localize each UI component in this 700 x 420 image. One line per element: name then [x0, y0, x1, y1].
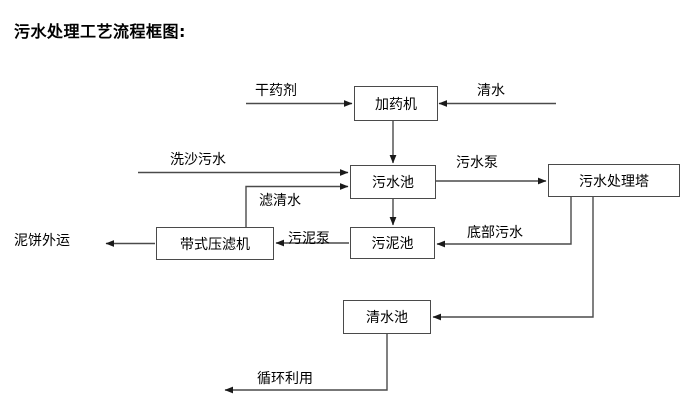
edge-label-sludge-pump: 污泥泵 — [288, 231, 330, 247]
page-title: 污水处理工艺流程框图: — [14, 22, 186, 41]
edge-label-bottom-sewage: 底部污水 — [467, 225, 523, 241]
edge-treatment-tower-to-clean-water-pool — [432, 197, 594, 321]
node-sludge-pool-label: 污泥池 — [371, 236, 414, 252]
input-label-sand-washing-sewage: 洗沙污水 — [170, 152, 226, 168]
output-label-mud-cake-out: 泥饼外运 — [14, 233, 70, 249]
node-belt-filter-press[interactable]: 带式压滤机 — [156, 227, 274, 260]
node-clean-water-pool-label: 清水池 — [366, 310, 408, 326]
edge-label-filtered-clear-water: 滤清水 — [259, 193, 301, 209]
node-sewage-treatment-tower-label: 污水处理塔 — [579, 173, 649, 190]
edge-label-sewage-pump: 污水泵 — [456, 155, 498, 171]
edge-clean-water-pool-to-recycle — [224, 334, 388, 394]
node-clean-water-pool[interactable]: 清水池 — [343, 300, 431, 334]
node-belt-filter-press-label: 带式压滤机 — [180, 236, 250, 253]
node-sewage-treatment-tower[interactable]: 污水处理塔 — [548, 164, 680, 197]
node-dosing-machine[interactable]: 加药机 — [354, 86, 438, 121]
node-sewage-pool[interactable]: 污水池 — [350, 165, 436, 199]
input-label-clean-water: 清水 — [477, 83, 505, 99]
node-sewage-pool-label: 污水池 — [372, 175, 414, 191]
node-dosing-machine-label: 加药机 — [375, 96, 417, 113]
node-sludge-pool[interactable]: 污泥池 — [350, 227, 435, 259]
edge-bottom-sewage-to-sludge-pool — [436, 197, 572, 248]
edge-filtered-clear-water-to-sewage-pool — [245, 183, 349, 227]
output-label-recycle-use: 循环利用 — [257, 371, 313, 387]
input-label-dry-agent: 干药剂 — [255, 83, 297, 99]
